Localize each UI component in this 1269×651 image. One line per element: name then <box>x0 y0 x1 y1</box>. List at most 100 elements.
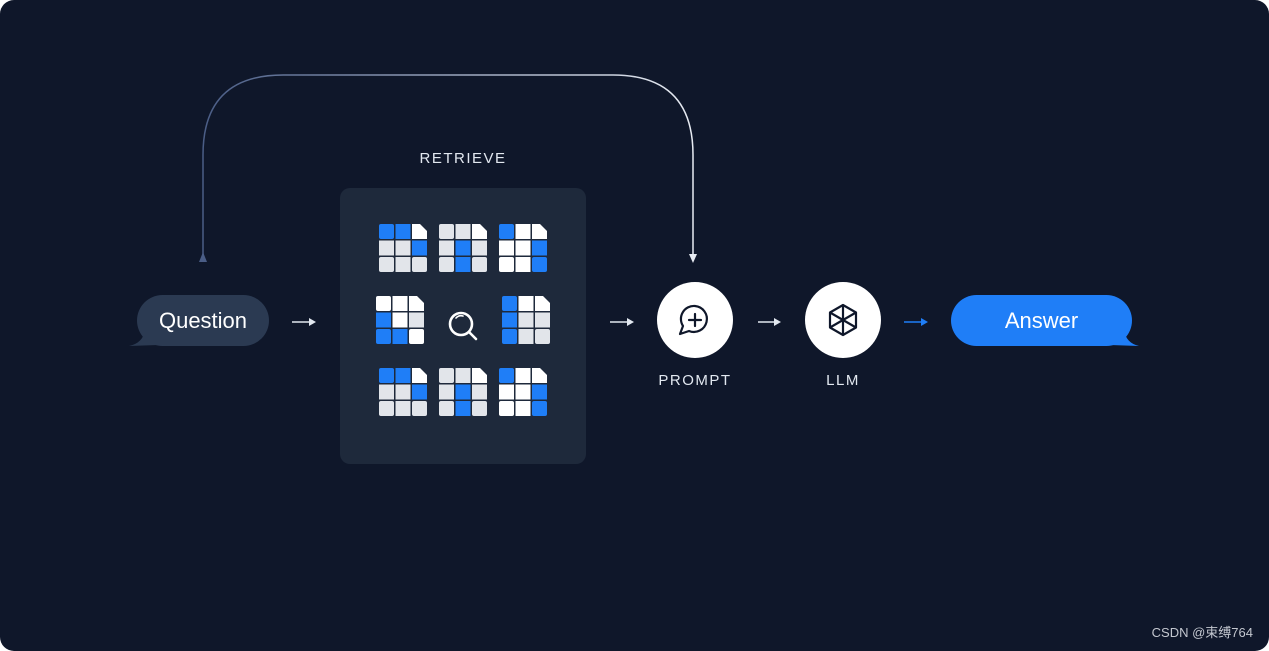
document-cell <box>412 257 427 272</box>
loop-end-arrowhead <box>689 254 697 263</box>
document-cell <box>412 401 427 416</box>
document-cell <box>379 224 394 239</box>
watermark: CSDN @束缚764 <box>1151 625 1253 640</box>
document-cell <box>499 240 514 256</box>
document-cell <box>502 312 517 328</box>
document-cell <box>499 384 514 400</box>
document-cell <box>395 257 411 272</box>
document-cell <box>379 384 394 400</box>
document-cell <box>499 401 514 416</box>
document-cell <box>455 384 471 400</box>
question-bubble <box>129 295 269 346</box>
document-cell <box>532 384 547 400</box>
document-cell <box>515 257 531 272</box>
document-cell <box>535 312 550 328</box>
document-cell <box>439 257 454 272</box>
retrieve-label: RETRIEVE <box>419 150 507 167</box>
document-corner <box>472 224 487 239</box>
document-cell <box>518 329 534 344</box>
document-cell <box>518 296 534 311</box>
document-cell <box>455 257 471 272</box>
document-cell <box>455 240 471 256</box>
document-cell <box>499 224 514 239</box>
document-icon <box>502 296 550 344</box>
document-cell <box>515 368 531 383</box>
document-corner <box>532 224 547 239</box>
document-cell <box>392 329 408 344</box>
document-cell <box>518 312 534 328</box>
document-corner <box>472 368 487 383</box>
document-cell <box>535 329 550 344</box>
document-corner <box>532 368 547 383</box>
document-cell <box>439 240 454 256</box>
document-cell <box>439 224 454 239</box>
answer-label: Answer <box>1004 308 1079 333</box>
document-cell <box>412 240 427 256</box>
document-cell <box>515 240 531 256</box>
document-cell <box>502 329 517 344</box>
document-cell <box>395 368 411 383</box>
hexagon-cube-icon <box>828 303 858 337</box>
document-cell <box>439 401 454 416</box>
document-cell <box>532 257 547 272</box>
document-corner <box>412 224 427 239</box>
document-icon <box>499 224 547 272</box>
document-corner <box>409 296 424 311</box>
document-cell <box>376 296 391 311</box>
document-cell <box>439 384 454 400</box>
document-cell <box>392 312 408 328</box>
document-cell <box>515 384 531 400</box>
llm-label: LLM <box>826 372 860 389</box>
arrow-question-to-retrieve <box>292 318 316 326</box>
document-cell <box>532 240 547 256</box>
retrieved-documents <box>376 224 550 416</box>
document-cell <box>532 401 547 416</box>
document-icon <box>379 368 427 416</box>
prompt-label: PROMPT <box>658 372 732 389</box>
document-cell <box>412 384 427 400</box>
document-icon <box>439 224 487 272</box>
answer-bubble <box>951 295 1139 346</box>
document-cell <box>472 240 487 256</box>
chat-plus-icon <box>678 304 708 336</box>
document-corner <box>535 296 550 311</box>
document-cell <box>379 240 394 256</box>
document-cell <box>379 401 394 416</box>
document-cell <box>472 401 487 416</box>
loop-start-arrowhead <box>199 252 207 262</box>
document-cell <box>455 368 471 383</box>
document-cell <box>392 296 408 311</box>
document-icon <box>439 368 487 416</box>
document-cell <box>515 401 531 416</box>
arrow-llm-to-answer <box>904 318 928 326</box>
document-cell <box>499 257 514 272</box>
document-cell <box>439 368 454 383</box>
document-cell <box>395 240 411 256</box>
document-cell <box>472 384 487 400</box>
document-icon <box>376 296 424 344</box>
question-to-prompt-loop <box>202 74 694 257</box>
document-cell <box>409 329 424 344</box>
document-cell <box>409 312 424 328</box>
document-icon <box>499 368 547 416</box>
document-corner <box>412 368 427 383</box>
document-cell <box>379 368 394 383</box>
document-cell <box>376 329 391 344</box>
document-cell <box>472 257 487 272</box>
document-icon <box>379 224 427 272</box>
document-cell <box>395 401 411 416</box>
document-cell <box>455 401 471 416</box>
document-cell <box>376 312 391 328</box>
arrow-retrieve-to-prompt <box>610 318 634 326</box>
document-cell <box>395 384 411 400</box>
document-cell <box>502 296 517 311</box>
magnifier-icon <box>448 311 478 341</box>
question-label: Question <box>158 308 248 333</box>
document-cell <box>455 224 471 239</box>
document-cell <box>395 224 411 239</box>
arrow-prompt-to-llm <box>758 318 781 326</box>
document-cell <box>379 257 394 272</box>
document-cell <box>515 224 531 239</box>
